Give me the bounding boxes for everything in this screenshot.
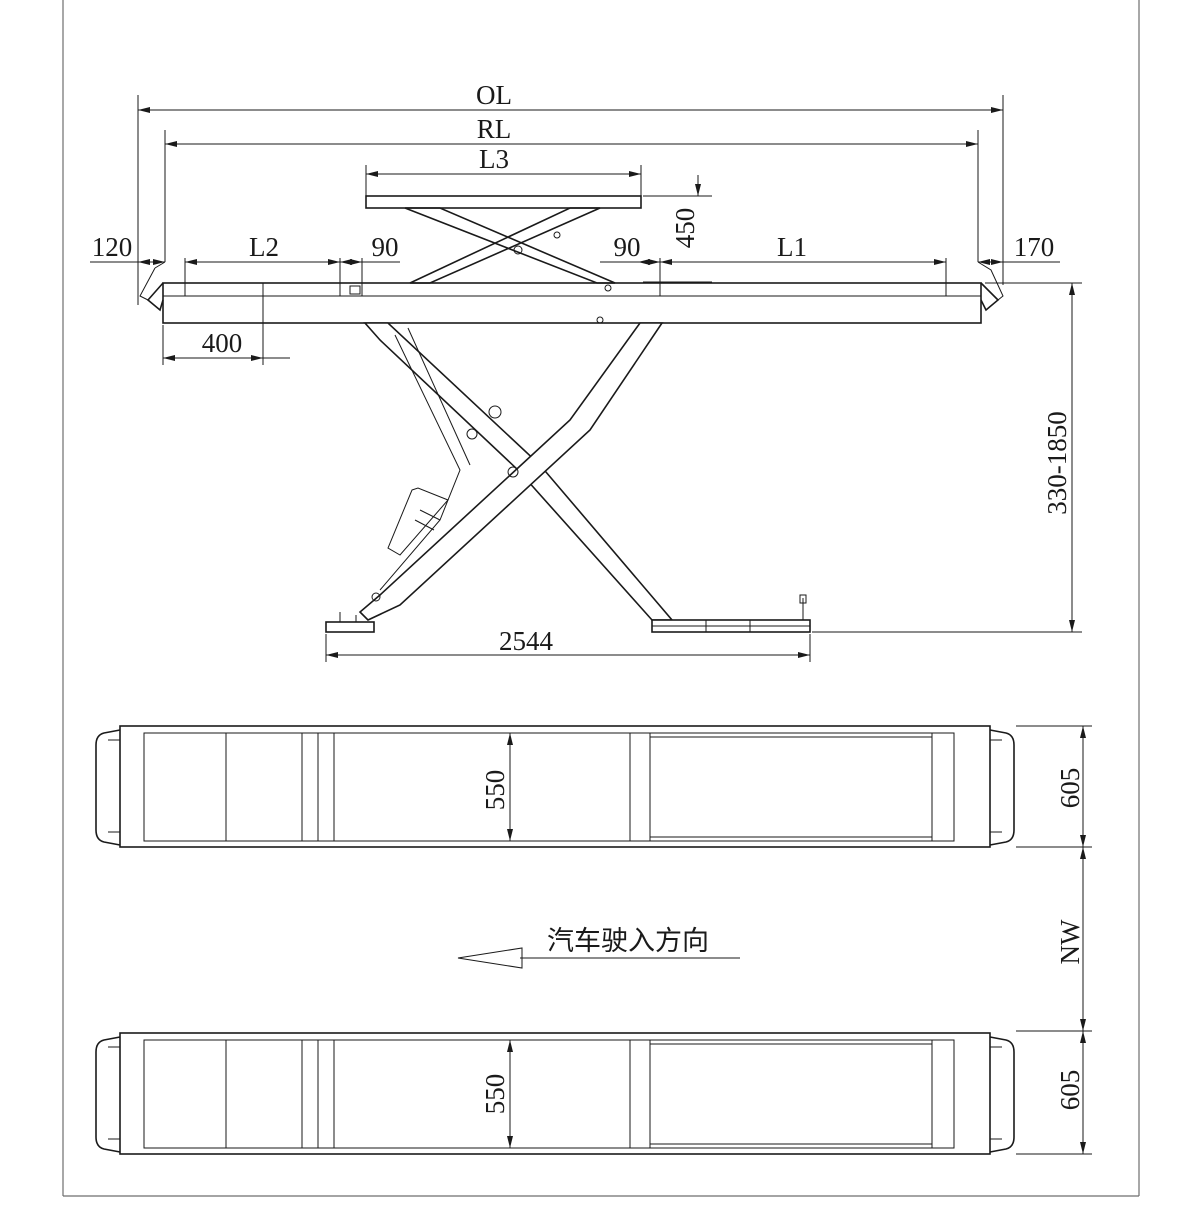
dimension-l3: L3	[365, 144, 642, 196]
label-120: 120	[92, 232, 133, 262]
dimension-450: 450	[643, 175, 712, 305]
dimension-2544: 2544	[325, 626, 811, 662]
dimension-nw: NW	[1016, 847, 1092, 1032]
label-lower-605: 605	[1055, 1070, 1085, 1111]
dimension-l1: L1	[660, 232, 947, 285]
side-view: OL RL L3 450 120	[90, 80, 1082, 662]
top-view: 550 605 NW 汽车驶入方向	[95, 725, 1092, 1155]
main-runway	[139, 261, 1004, 324]
dimension-ol: OL	[138, 80, 1003, 113]
label-lower-550: 550	[480, 1074, 510, 1115]
sheet-border	[62, 0, 1140, 1197]
dimension-height: 330-1850	[812, 282, 1082, 633]
label-l2: L2	[249, 232, 279, 262]
dimension-120: 120	[90, 232, 165, 265]
label-upper-550: 550	[480, 770, 510, 811]
drive-direction: 汽车驶入方向	[457, 926, 740, 969]
drive-direction-label: 汽车驶入方向	[547, 926, 709, 957]
label-170: 170	[1014, 232, 1055, 262]
dimension-90-left: 90	[340, 232, 400, 285]
dimension-170: 170	[978, 232, 1060, 265]
label-ol: OL	[476, 80, 512, 110]
dimension-l2: L2	[184, 232, 341, 285]
lower-runway: 550 605	[95, 1031, 1092, 1155]
label-nw: NW	[1055, 919, 1085, 964]
label-upper-605: 605	[1055, 768, 1085, 809]
label-l1: L1	[777, 232, 807, 262]
label-rl: RL	[477, 114, 512, 144]
label-l3: L3	[479, 144, 509, 174]
dimension-400: 400	[162, 283, 290, 365]
label-400: 400	[202, 328, 243, 358]
label-90-right: 90	[614, 232, 641, 262]
dimension-90-right: 90	[600, 232, 661, 285]
label-90-left: 90	[372, 232, 399, 262]
base-frame	[325, 594, 811, 633]
label-450: 450	[670, 208, 700, 249]
direction-arrow-icon	[457, 947, 523, 969]
label-2544: 2544	[499, 626, 554, 656]
ol-rl-extension-lines	[137, 95, 1004, 305]
secondary-lift	[365, 195, 642, 292]
dimension-rl: RL	[165, 114, 978, 147]
upper-runway: 550 605	[95, 725, 1092, 848]
main-scissor	[358, 316, 674, 621]
label-height: 330-1850	[1042, 411, 1072, 515]
